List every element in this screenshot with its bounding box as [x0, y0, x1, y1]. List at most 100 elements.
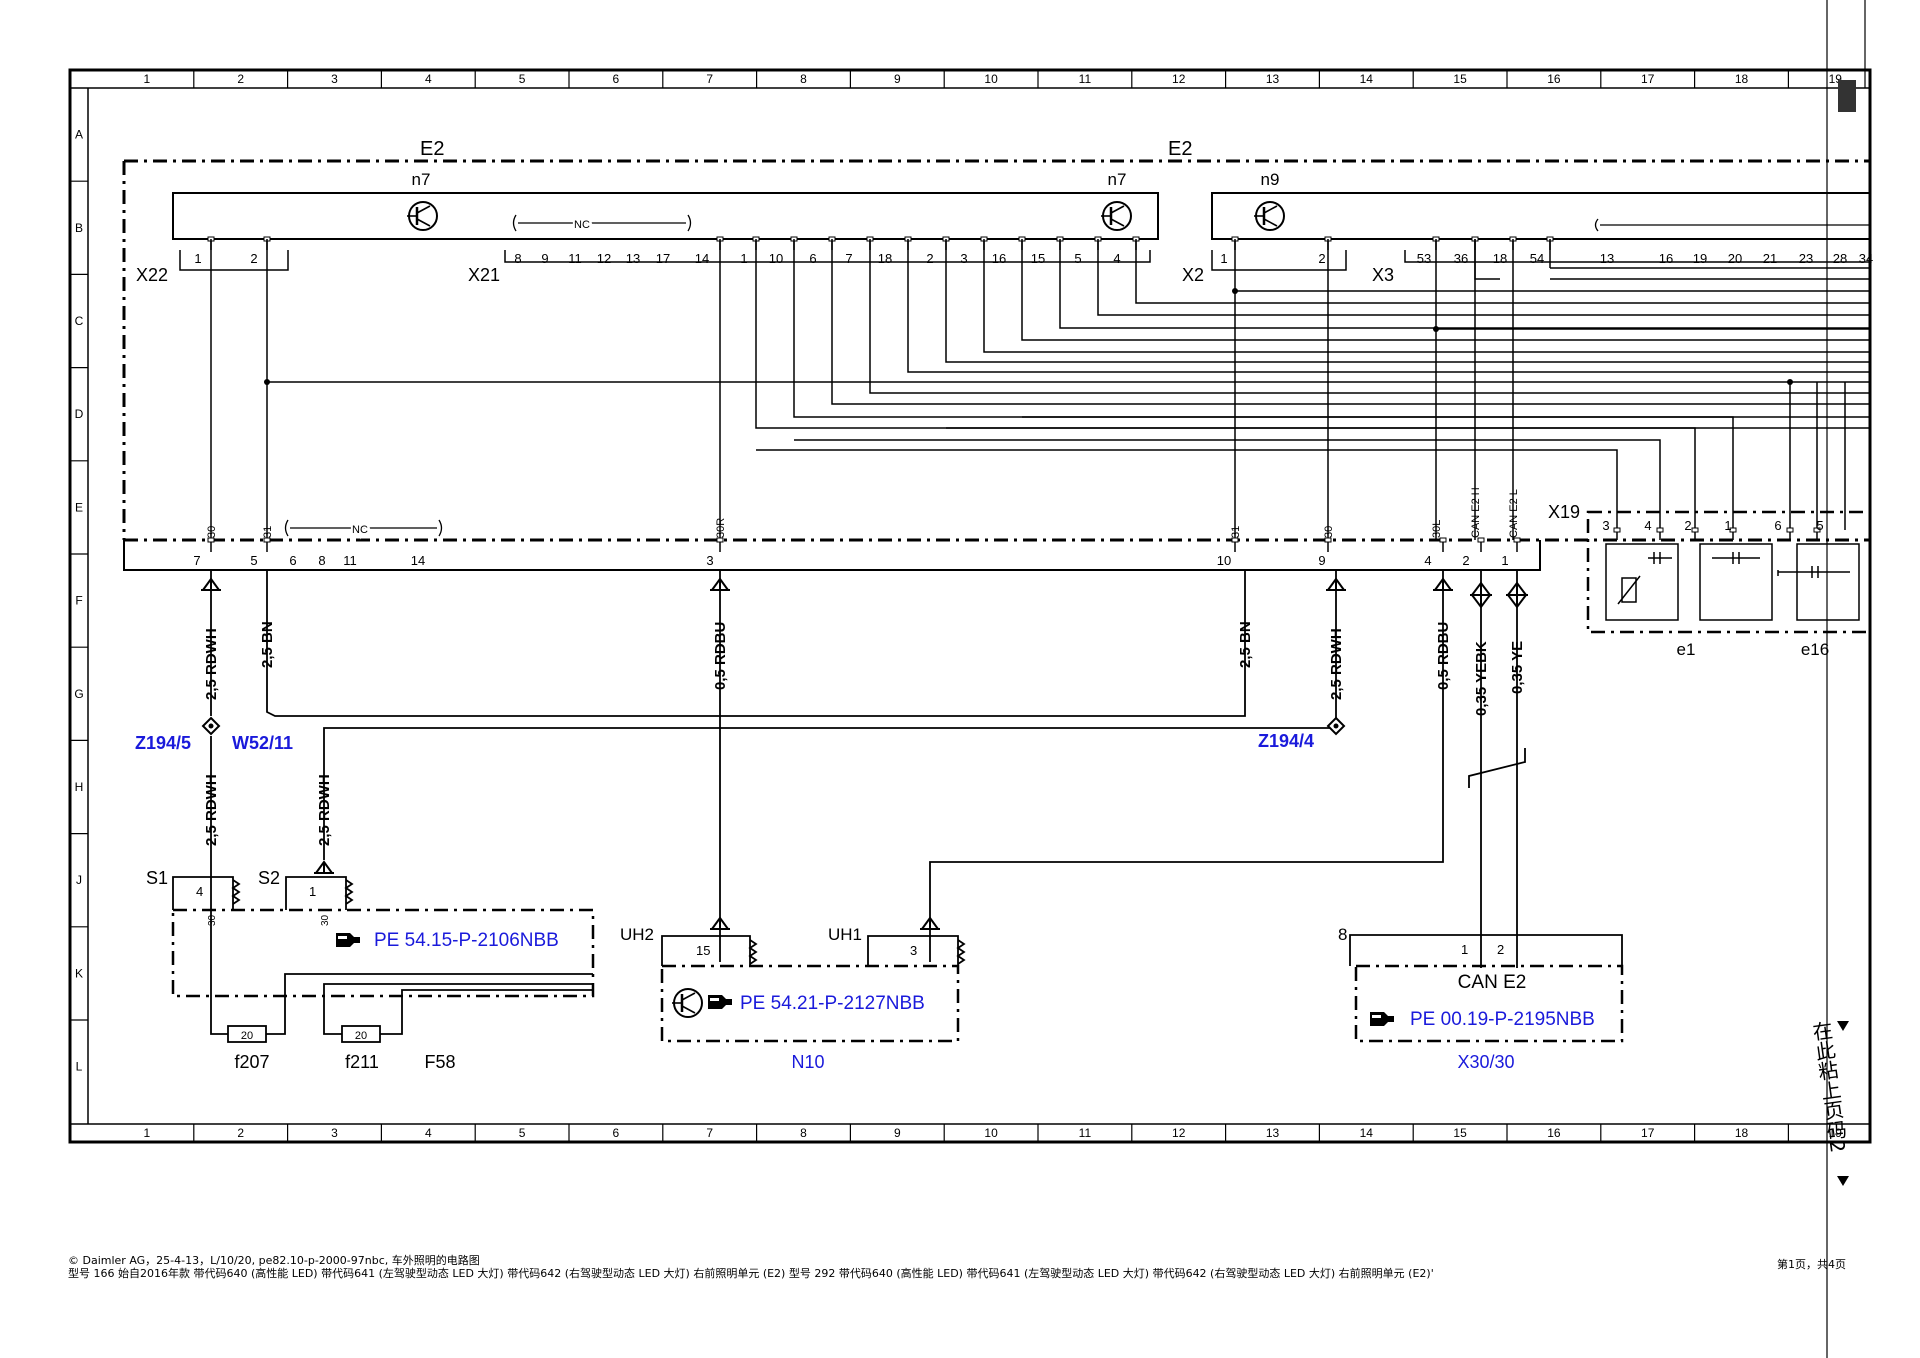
ref-link-f58[interactable]: PE 54.15-P-2106NBB: [374, 930, 559, 951]
connector-arrow: [919, 917, 941, 930]
pin-number: 28: [1833, 251, 1847, 266]
ref-link-can[interactable]: PE 00.19-P-2195NBB: [1410, 1009, 1595, 1030]
pin-contact: [1513, 537, 1521, 543]
bottom-connector: [123, 540, 1541, 571]
column-number: 2: [237, 72, 244, 86]
reference-hand-icon: [336, 933, 360, 947]
marker-icon: [1837, 1021, 1849, 1031]
pin-number: 1: [1220, 251, 1227, 266]
pin-number: 15: [1031, 251, 1045, 266]
row-letter: D: [75, 407, 84, 421]
pin-number: 3: [960, 251, 967, 266]
s1-label: S1: [146, 868, 168, 888]
pin-contact: [207, 537, 215, 543]
row-letter: G: [74, 687, 83, 701]
footer-line-1: © Daimler AG，25-4-13，L/10/20, pe82.10-p-…: [68, 1254, 480, 1267]
reference-hand-icon: [708, 995, 732, 1009]
nc-bracket-right: [1594, 218, 1870, 232]
pin-number: 10: [769, 251, 783, 266]
f58-label: F58: [424, 1052, 455, 1072]
column-number: 6: [613, 1126, 620, 1140]
external-wiring: [210, 570, 1526, 968]
column-number: 13: [1266, 72, 1280, 86]
f58-internal: [210, 916, 593, 1043]
column-number: 11: [1079, 72, 1092, 86]
splice-node: [1326, 716, 1346, 736]
column-number: 3: [331, 72, 338, 86]
pin-number: 18: [878, 251, 892, 266]
transistor-icon: [405, 200, 439, 232]
junction-dot: [1232, 288, 1238, 294]
e2-right-title: E2: [1168, 138, 1192, 160]
page-tab-icon: [1838, 80, 1856, 112]
s1-s2-connectors: [172, 876, 354, 910]
pin-number: 2: [926, 251, 933, 266]
column-number: 16: [1547, 72, 1561, 86]
splice-node: [201, 716, 221, 736]
pin-number: 1: [194, 251, 201, 266]
pin-number: 10: [1217, 553, 1231, 568]
x2-label: X2: [1182, 265, 1204, 285]
ref-link-n10[interactable]: PE 54.21-P-2127NBB: [740, 993, 925, 1014]
pin-number: 4: [1424, 553, 1431, 568]
can-pin: 1: [1461, 942, 1468, 957]
pin-number: 7: [193, 553, 200, 568]
bidirectional-arrow: [1469, 582, 1493, 608]
pin-contact: [1324, 537, 1332, 543]
pin-number: 7: [845, 251, 852, 266]
f58-module: [171, 908, 595, 998]
uh1-pin: 3: [910, 943, 917, 958]
terminal-31: 31: [262, 526, 274, 538]
pin-number: 12: [597, 251, 611, 266]
can-title: CAN E2: [1458, 972, 1527, 993]
node-z194-4: Z194/4: [1258, 731, 1314, 751]
connector-arrow: [1325, 578, 1347, 591]
can-pin: 2: [1497, 942, 1504, 957]
column-number: 12: [1172, 72, 1186, 86]
column-number: 18: [1735, 1126, 1749, 1140]
pin-number: 6: [809, 251, 816, 266]
row-letter: K: [75, 966, 83, 980]
pin-number: 36: [1454, 251, 1468, 266]
n7-right-label: n7: [1108, 170, 1127, 189]
uh1-label: UH1: [828, 925, 862, 944]
wire-labels: 2,5 RDWH 2,5 BN 0,5 RDBU 2,5 BN 2,5 RDWH…: [203, 621, 1526, 846]
terminal-30l: 30L: [1431, 520, 1443, 538]
pin-number: 9: [1318, 553, 1325, 568]
nc-label-bottom: NC: [352, 524, 368, 536]
pin-contact: [1477, 537, 1485, 543]
wire-label: 2,5 RDWH: [203, 774, 220, 846]
e1-label: e1: [1677, 640, 1696, 659]
pin-number: 6: [1774, 518, 1781, 533]
node-z194-5: Z194/5: [135, 733, 191, 753]
wire-label: 2,5 RDWH: [203, 628, 220, 700]
row-letter: L: [76, 1060, 83, 1074]
row-letter: B: [75, 221, 83, 235]
s1-terminal: 30: [207, 914, 218, 926]
terminal-labels: 30 31 30R 31 30 30L CAN E2 H CAN E2 L: [206, 487, 1520, 538]
column-number: 7: [706, 72, 713, 86]
pin-number: 11: [343, 553, 357, 568]
connector-arrow: [709, 917, 731, 930]
terminal-30: 30: [1323, 526, 1335, 538]
x21-label: X21: [468, 265, 500, 285]
s1-pin: 4: [196, 884, 203, 899]
column-number: 19: [1829, 1126, 1843, 1140]
pin-number: 11: [568, 251, 582, 266]
column-number: 10: [984, 1126, 998, 1140]
transistor-icon: [670, 987, 704, 1019]
connector-arrow: [313, 861, 335, 874]
terminal-can-h: CAN E2 H: [1470, 487, 1482, 538]
column-number: 9: [894, 1126, 901, 1140]
column-number: 10: [984, 72, 998, 86]
n9-label: n9: [1261, 170, 1280, 189]
junction-dot: [1787, 379, 1793, 385]
column-number: 4: [425, 72, 432, 86]
pin-number: 21: [1763, 251, 1777, 266]
pin-number: 9: [541, 251, 548, 266]
column-number: 17: [1641, 72, 1655, 86]
nc-label: NC: [574, 219, 590, 231]
f207-label: f207: [234, 1052, 269, 1072]
